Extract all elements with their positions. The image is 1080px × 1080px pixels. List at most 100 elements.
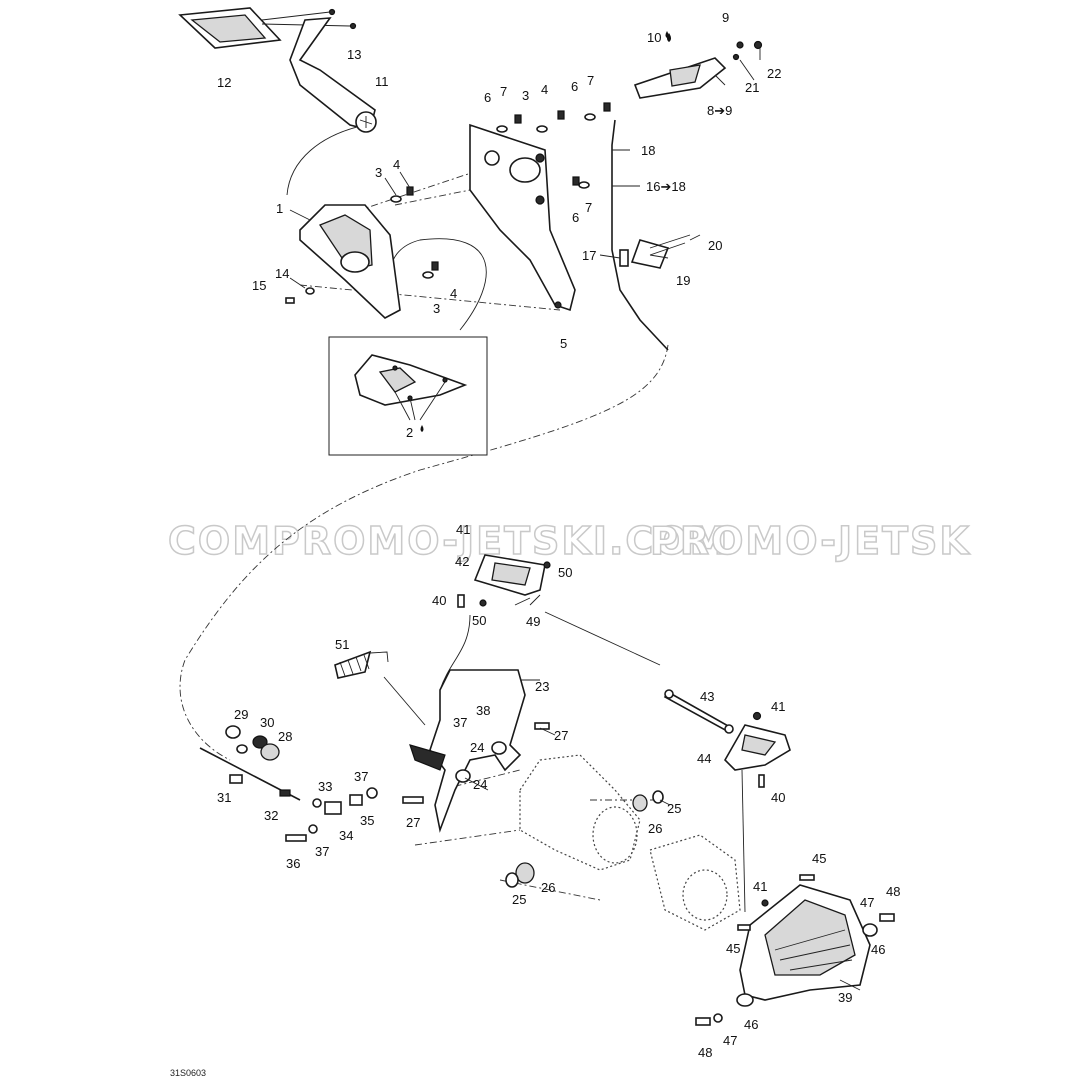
callout-3a: 3 — [375, 165, 382, 180]
callout-1: 1 — [276, 201, 283, 216]
callout-11: 11 — [375, 74, 389, 89]
callout-leaders — [289, 48, 861, 991]
callout-7b: 7 — [587, 73, 594, 88]
callout-37c: 37 — [315, 844, 329, 859]
callout-16: 16➔18 — [646, 179, 686, 194]
callout-43: 43 — [700, 689, 714, 704]
callout-26a: 26 — [648, 821, 662, 836]
callout-35: 35 — [360, 813, 374, 828]
arrow-11-to-1 — [286, 124, 366, 196]
part-8-handle-grip — [633, 31, 763, 99]
callout-38: 38 — [476, 703, 490, 718]
arrow-51-to-23 — [383, 676, 426, 726]
callout-23: 23 — [535, 679, 549, 694]
adhesive-drop-icon — [420, 425, 424, 432]
callout-26b: 26 — [541, 880, 555, 895]
callout-24b: 24 — [473, 777, 487, 792]
part-1-cover-plate — [299, 204, 401, 319]
callout-3c: 3 — [522, 88, 529, 103]
callout-24a: 24 — [470, 740, 484, 755]
callout-31: 31 — [217, 790, 231, 805]
drawing-reference: 31S0603 — [170, 1068, 206, 1078]
arrow-44-to-39 — [741, 769, 746, 913]
callout-15: 15 — [252, 278, 266, 293]
callout-51: 51 — [335, 637, 349, 652]
callout-19: 19 — [676, 273, 690, 288]
callout-8: 8➔9 — [707, 103, 732, 118]
callout-25b: 25 — [512, 892, 526, 907]
callout-34: 34 — [339, 828, 353, 843]
callout-45b: 45 — [726, 941, 740, 956]
callout-18: 18 — [641, 143, 655, 158]
callout-12: 12 — [217, 75, 231, 90]
callout-10: 10 — [647, 30, 661, 45]
callout-37b: 37 — [354, 769, 368, 784]
callout-7a: 7 — [500, 84, 507, 99]
bearings — [491, 741, 664, 888]
callout-47a: 47 — [860, 895, 874, 910]
callout-21: 21 — [745, 80, 759, 95]
callout-30: 30 — [260, 715, 274, 730]
pump-housing-reference — [519, 754, 741, 931]
callout-45a: 45 — [812, 851, 826, 866]
watermark: COM PROMO-JETSKI.COM PROMO-JETSK — [167, 518, 971, 564]
loop-line-2 — [389, 238, 487, 331]
callout-41c: 41 — [753, 879, 767, 894]
part-11-lever-arm — [289, 17, 377, 133]
arrow-43-to-49 — [544, 611, 661, 666]
lower-alignment-lines — [414, 769, 660, 901]
callout-50b: 50 — [472, 613, 486, 628]
callout-47b: 47 — [723, 1033, 737, 1048]
callout-49: 49 — [526, 614, 540, 629]
callout-44: 44 — [697, 751, 711, 766]
callout-48b: 48 — [698, 1045, 712, 1060]
adhesive-drop-icon — [667, 33, 671, 42]
callout-41a: 41 — [456, 522, 470, 537]
callout-7c: 7 — [585, 200, 592, 215]
callout-6b: 6 — [571, 79, 578, 94]
part-12-reverse-handle — [178, 7, 357, 49]
callout-27a: 27 — [554, 728, 568, 743]
callout-29: 29 — [234, 707, 248, 722]
callout-40b: 40 — [771, 790, 785, 805]
callout-2: 2 — [406, 425, 413, 440]
watermark-right: PROMO-JETSK — [650, 519, 971, 563]
callout-32: 32 — [264, 808, 278, 823]
watermark-left: COM — [168, 519, 272, 563]
part-51-spring — [334, 650, 389, 679]
part-43-rod — [663, 689, 734, 734]
callout-36: 36 — [286, 856, 300, 871]
callout-labels: 1 2 3 3 3 4 4 4 5 6 6 6 7 7 7 8➔9 9 10 1… — [217, 10, 900, 1060]
watermark-middle: PROMO-JETSKI.COM — [272, 519, 729, 563]
callout-41b: 41 — [771, 699, 785, 714]
callout-42: 42 — [455, 554, 469, 569]
part-16-cable — [611, 119, 691, 351]
callout-13: 13 — [347, 47, 361, 62]
inset-part-2 — [328, 336, 488, 456]
part-39-reverse-gate — [695, 874, 895, 1026]
callout-27b: 27 — [406, 815, 420, 830]
callout-46a: 46 — [871, 942, 885, 957]
callout-48a: 48 — [886, 884, 900, 899]
callout-50a: 50 — [558, 565, 572, 580]
callout-3b: 3 — [433, 301, 440, 316]
part-42-bracket — [457, 554, 551, 608]
callout-9: 9 — [722, 10, 729, 25]
part-5-bracket-plate — [469, 123, 576, 312]
routing-lines — [179, 124, 746, 913]
callout-46b: 46 — [744, 1017, 758, 1032]
callout-22: 22 — [767, 66, 781, 81]
callout-40a: 40 — [432, 593, 446, 608]
callout-4c: 4 — [541, 82, 548, 97]
callout-5: 5 — [560, 336, 567, 351]
callout-28: 28 — [278, 729, 292, 744]
callout-25a: 25 — [667, 801, 681, 816]
callout-4b: 4 — [450, 286, 457, 301]
callout-37a: 37 — [453, 715, 467, 730]
callout-4a: 4 — [393, 157, 400, 172]
callout-20: 20 — [708, 238, 722, 253]
callout-6c: 6 — [572, 210, 579, 225]
upper-fasteners — [285, 102, 611, 304]
callout-6a: 6 — [484, 90, 491, 105]
